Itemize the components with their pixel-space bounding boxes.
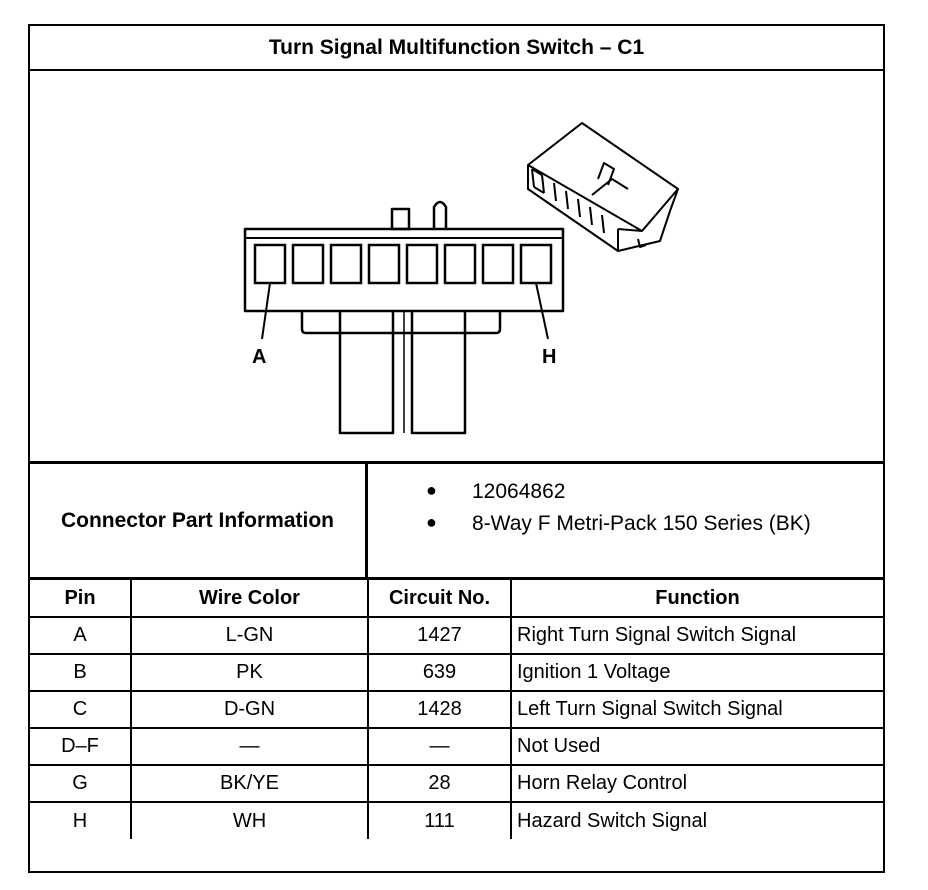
connector-info-list: ● 12064862 ● 8-Way F Metri-Pack 150 Seri… [368, 464, 883, 577]
pin-label-h: H [542, 346, 556, 368]
cell-wire-color: PK [130, 653, 369, 692]
cell-function: Ignition 1 Voltage [510, 653, 883, 692]
connector-series: 8-Way F Metri-Pack 150 Series (BK) [472, 512, 811, 535]
cell-wire-color: L-GN [130, 616, 369, 655]
bullet-icon: ● [426, 480, 437, 500]
part-number: 12064862 [472, 480, 566, 503]
cell-function: Hazard Switch Signal [510, 801, 883, 839]
pin-cavity-e [405, 243, 439, 285]
cell-circuit-no: — [367, 727, 512, 766]
connector-info-item: ● 8-Way F Metri-Pack 150 Series (BK) [368, 512, 883, 544]
pin-cavity-f [443, 243, 477, 285]
table-row: H WH 111 Hazard Switch Signal [30, 801, 883, 839]
pin-label-a: A [252, 346, 266, 368]
header-pin: Pin [30, 580, 132, 618]
pin-cavity-a [253, 243, 287, 285]
header-function: Function [510, 580, 883, 618]
pin-table-header-row: Pin Wire Color Circuit No. Function [30, 580, 883, 618]
cell-pin: C [30, 690, 132, 729]
pin-cavity-b [291, 243, 325, 285]
pin-table: Pin Wire Color Circuit No. Function A L-… [30, 580, 883, 839]
cell-circuit-no: 28 [367, 764, 512, 803]
header-wire-color: Wire Color [130, 580, 369, 618]
cell-wire-color: BK/YE [130, 764, 369, 803]
table-row: C D-GN 1428 Left Turn Signal Switch Sign… [30, 690, 883, 729]
page-title: Turn Signal Multifunction Switch – C1 [30, 26, 883, 71]
cell-circuit-no: 1428 [367, 690, 512, 729]
connector-iso-view [527, 122, 679, 252]
pin-cavities [253, 243, 553, 285]
connector-sheet: Turn Signal Multifunction Switch – C1 [28, 24, 885, 873]
cell-function: Not Used [510, 727, 883, 766]
cell-pin: G [30, 764, 132, 803]
cell-wire-color: — [130, 727, 369, 766]
header-circuit-no: Circuit No. [367, 580, 512, 618]
cell-pin: B [30, 653, 132, 692]
pin-cavity-g [481, 243, 515, 285]
pin-cavity-d [367, 243, 401, 285]
connector-illustration: A H [30, 71, 883, 464]
cell-function: Right Turn Signal Switch Signal [510, 616, 883, 655]
cell-circuit-no: 1427 [367, 616, 512, 655]
connector-info-row: Connector Part Information ● 12064862 ● … [30, 464, 883, 580]
pin-cavity-c [329, 243, 363, 285]
table-row: D–F — — Not Used [30, 727, 883, 766]
cell-pin: A [30, 616, 132, 655]
cell-circuit-no: 111 [367, 801, 512, 839]
cell-function: Left Turn Signal Switch Signal [510, 690, 883, 729]
cell-function: Horn Relay Control [510, 764, 883, 803]
connector-info-item: ● 12064862 [368, 480, 883, 512]
cell-wire-color: D-GN [130, 690, 369, 729]
cell-wire-color: WH [130, 801, 369, 839]
connector-drawing: A H [243, 122, 679, 435]
table-row: G BK/YE 28 Horn Relay Control [30, 764, 883, 803]
pin-cavity-h [519, 243, 553, 285]
table-row: A L-GN 1427 Right Turn Signal Switch Sig… [30, 616, 883, 655]
connector-info-label: Connector Part Information [30, 464, 368, 577]
bullet-icon: ● [426, 512, 437, 532]
cell-pin: H [30, 801, 132, 839]
cell-circuit-no: 639 [367, 653, 512, 692]
table-row: B PK 639 Ignition 1 Voltage [30, 653, 883, 692]
cell-pin: D–F [30, 727, 132, 766]
